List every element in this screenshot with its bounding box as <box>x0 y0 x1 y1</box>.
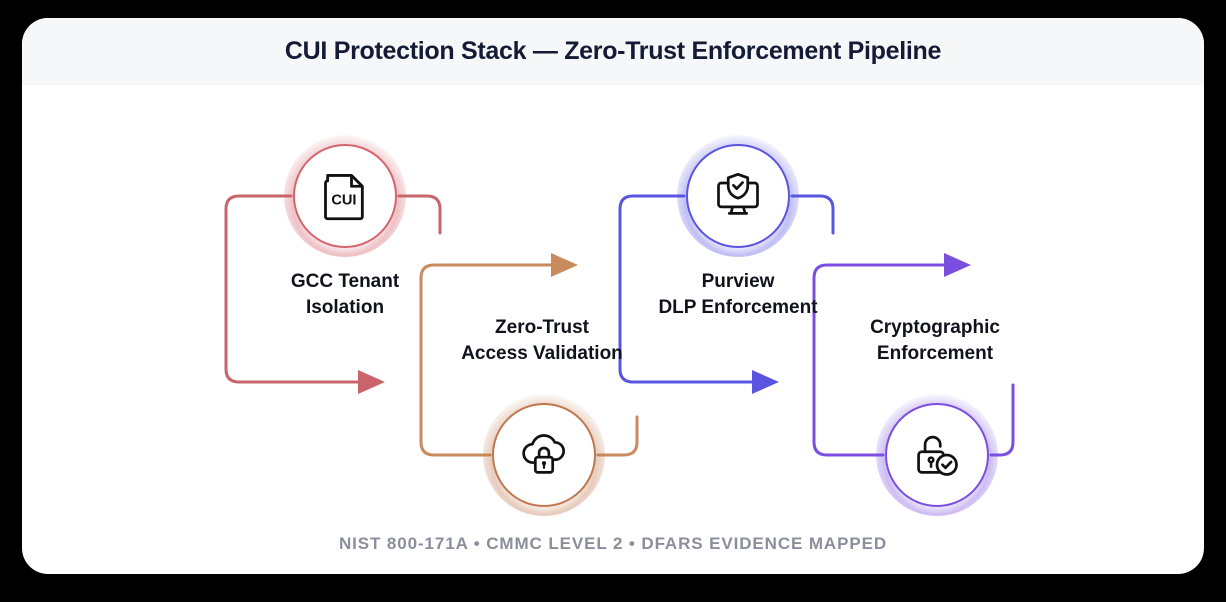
connector-stage-2 <box>419 253 639 457</box>
stage-node-2[interactable] <box>483 394 605 516</box>
page-title: CUI Protection Stack — Zero-Trust Enforc… <box>284 37 942 65</box>
compliance-footer: NIST 800-171A • CMMC LEVEL 2 • DFARS EVI… <box>338 534 888 553</box>
node-ring <box>492 403 596 507</box>
stage-node-1[interactable]: CUI <box>284 135 406 257</box>
flow-connectors <box>224 194 1015 457</box>
connector-stage-1 <box>224 194 442 394</box>
stage-label-4: Cryptographic Enforcement <box>870 317 1000 365</box>
cloud-lock-icon <box>522 434 565 474</box>
diagram-canvas: CUI GCC Tenant Isolation Zero-Trust Acce… <box>22 85 1204 574</box>
stage-label-1: GCC Tenant Isolation <box>290 271 400 319</box>
stage-label-3: Purview DLP Enforcement <box>658 271 818 319</box>
monitor-shield-check-icon <box>717 172 759 215</box>
unlocked-padlock-check-icon <box>917 435 958 476</box>
cui-document-icon: CUI <box>324 174 364 221</box>
node-ring <box>686 144 790 248</box>
diagram-card: CUI Protection Stack — Zero-Trust Enforc… <box>22 18 1204 574</box>
svg-text:CUI: CUI <box>331 193 356 209</box>
stage-node-4[interactable] <box>876 394 998 516</box>
stage-label-2: Zero-Trust Access Validation <box>461 317 623 365</box>
card-header: CUI Protection Stack — Zero-Trust Enforc… <box>22 18 1204 85</box>
connector-stage-4 <box>812 253 1015 457</box>
stage-node-3[interactable] <box>677 135 799 257</box>
connector-stage-3 <box>618 194 835 394</box>
